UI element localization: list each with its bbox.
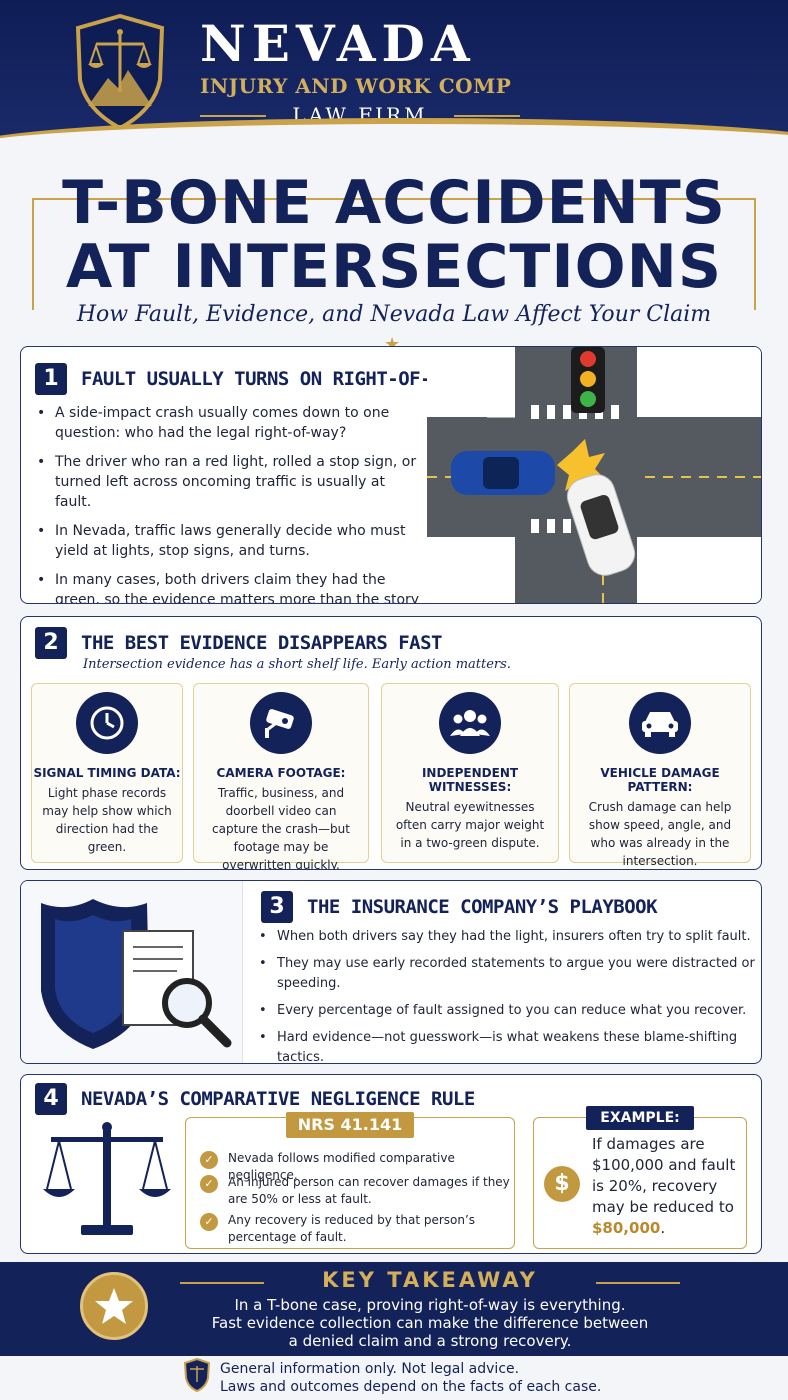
evidence-card-witnesses: INDEPENDENT WITNESSES: Neutral eyewitnes…	[381, 683, 559, 863]
evidence-desc: Neutral eyewitnesses often carry major w…	[395, 800, 545, 850]
list-item: In many cases, both drivers claim they h…	[33, 570, 423, 603]
evidence-title: VEHICLE DAMAGE PATTERN:	[600, 766, 720, 794]
section-number: 3	[261, 891, 293, 923]
takeaway-label: KEY TAKEAWAY	[180, 1268, 680, 1292]
shield-document-magnifier-icon	[41, 899, 232, 1049]
law-firm-shield-logo	[75, 14, 165, 130]
illustration-panel	[21, 881, 243, 1063]
section-heading: NEVADA’S COMPARATIVE NEGLIGENCE RULE	[81, 1088, 475, 1110]
list-item: In Nevada, traffic laws generally decide…	[33, 521, 423, 561]
section-number: 4	[35, 1083, 67, 1115]
car-icon	[629, 692, 691, 754]
takeaway-text: In a T-bone case, proving right-of-way i…	[211, 1296, 649, 1350]
list-item: Every percentage of fault assigned to yo…	[255, 1001, 755, 1021]
evidence-desc: Traffic, business, and doorbell video ca…	[212, 786, 350, 870]
list-item: The driver who ran a red light, rolled a…	[33, 452, 423, 512]
dollar-icon: $	[544, 1166, 580, 1202]
check-item: ✓Nevada follows modified comparative neg…	[200, 1150, 510, 1184]
section-heading: FAULT USUALLY TURNS ON RIGHT-OF-WAY	[81, 368, 464, 390]
section-negligence: 4 NEVADA’S COMPARATIVE NEGLIGENCE RULE N…	[20, 1074, 762, 1254]
example-label: EXAMPLE:	[586, 1106, 694, 1130]
nrs-statute-box: NRS 41.141 ✓Nevada follows modified comp…	[185, 1112, 515, 1249]
section-heading: THE INSURANCE COMPANY’S PLAYBOOK	[307, 896, 658, 918]
section-heading: THE BEST EVIDENCE DISAPPEARS FAST	[81, 632, 443, 654]
list-item: Hard evidence—not guesswork—is what weak…	[255, 1028, 755, 1063]
camera-icon	[250, 692, 312, 754]
check-item: ✓Any recovery is reduced by that person’…	[200, 1212, 510, 1246]
evidence-title: CAMERA FOOTAGE:	[216, 766, 346, 780]
evidence-desc: Light phase records may help show which …	[42, 786, 172, 854]
scales-of-justice-icon	[43, 1122, 171, 1235]
example-box: EXAMPLE: $ If damages are $100,000 and f…	[533, 1106, 747, 1249]
evidence-card-damage: VEHICLE DAMAGE PATTERN: Crush damage can…	[569, 683, 751, 868]
page-title-line1: T-BONE ACCIDENTS	[62, 168, 726, 238]
page-title-line2: AT INTERSECTIONS	[65, 232, 723, 302]
header-banner: NEVADA INJURY AND WORK COMP LAW FIRM	[0, 0, 788, 148]
page-subtitle: How Fault, Evidence, and Nevada Law Affe…	[76, 302, 712, 327]
small-shield-logo	[184, 1358, 210, 1392]
list-item: When both drivers say they had the light…	[255, 927, 755, 947]
list-item: They may use early recorded statements t…	[255, 954, 755, 994]
evidence-card-signal: SIGNAL TIMING DATA: Light phase records …	[31, 683, 183, 863]
example-text: If damages are $100,000 and fault is 20%…	[592, 1135, 736, 1237]
section-number: 2	[35, 627, 67, 659]
disclaimer: General information only. Not legal advi…	[220, 1361, 602, 1395]
title-frame	[32, 170, 756, 310]
checkmark-icon: ✓	[200, 1213, 218, 1231]
evidence-title: INDEPENDENT WITNESSES:	[421, 766, 519, 794]
clock-icon	[76, 692, 138, 754]
section-evidence: 2 THE BEST EVIDENCE DISAPPEARS FAST Inte…	[20, 616, 762, 870]
brand-subtitle: INJURY AND WORK COMP	[200, 74, 512, 98]
evidence-title: SIGNAL TIMING DATA:	[33, 766, 181, 780]
key-takeaway-banner: KEY TAKEAWAY In a T-bone case, proving r…	[0, 1262, 788, 1356]
evidence-desc: Crush damage can help show speed, angle,…	[588, 800, 732, 868]
section-intro: Intersection evidence has a short shelf …	[83, 657, 511, 672]
people-icon	[439, 692, 501, 754]
evidence-card-camera: CAMERA FOOTAGE: Traffic, business, and d…	[193, 683, 369, 869]
check-item: ✓An injured person can recover damages i…	[200, 1174, 510, 1208]
insurance-bullets: When both drivers say they had the light…	[255, 927, 755, 1063]
section-number: 1	[35, 363, 67, 395]
list-item: A side-impact crash usually comes down t…	[33, 403, 423, 443]
intersection-crash-illustration	[427, 347, 761, 603]
checkmark-icon: ✓	[200, 1175, 218, 1193]
statute-label: NRS 41.141	[286, 1112, 414, 1138]
section-fault: 1 FAULT USUALLY TURNS ON RIGHT-OF-WAY A …	[20, 346, 762, 604]
fault-bullets: A side-impact crash usually comes down t…	[33, 403, 423, 603]
star-icon	[80, 1272, 148, 1340]
section-insurance: 3 THE INSURANCE COMPANY’S PLAYBOOK When …	[20, 880, 762, 1064]
checkmark-icon: ✓	[200, 1151, 218, 1169]
brand-name: NEVADA	[200, 14, 476, 73]
